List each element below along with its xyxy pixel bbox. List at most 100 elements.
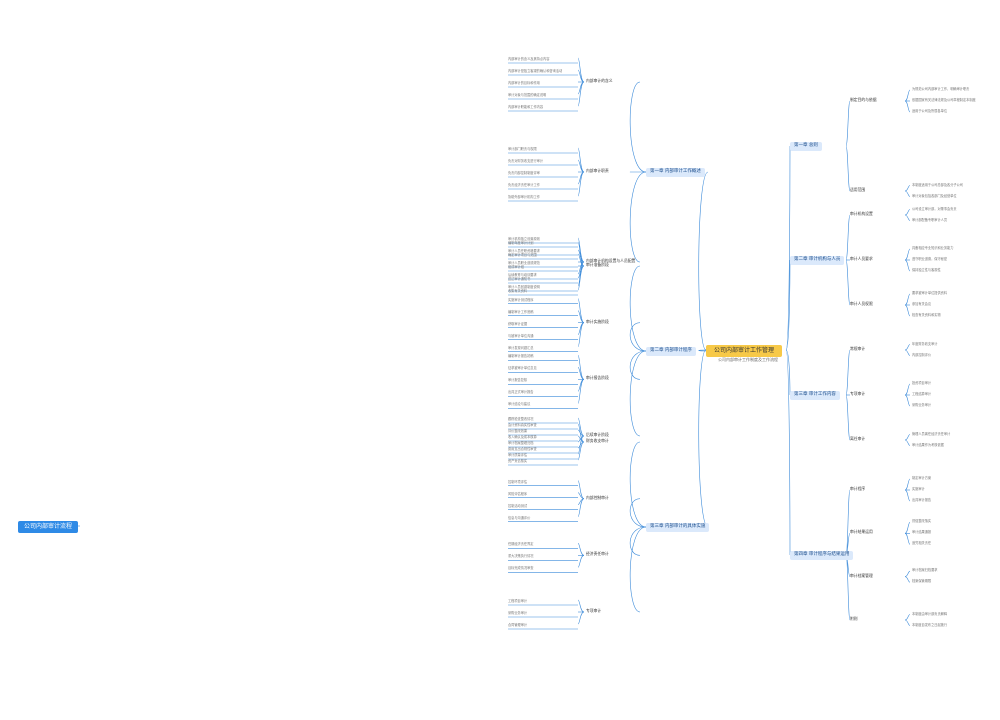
connector-line: [577, 81, 585, 107]
leaf-node: 审计对象与范围的确定说明: [508, 93, 547, 97]
leaf-node: 工程结算审计: [912, 392, 932, 396]
connector-line: [577, 417, 585, 437]
branch-right-1-2[interactable]: 适用范围: [850, 187, 866, 192]
branch-left-2[interactable]: 第二章 内部审计程序: [646, 347, 696, 356]
branch-right-2-2[interactable]: 审计人员要求: [850, 256, 873, 261]
connector-line: [577, 498, 585, 517]
root-topic-left[interactable]: 公司内部审计流程: [18, 521, 79, 533]
connector-line: [629, 171, 647, 263]
leaf-node: 遵守职业道德，保守秘密: [912, 257, 948, 261]
connector-line: [845, 100, 851, 147]
branch-right-4-3[interactable]: 审计档案管理: [850, 572, 873, 578]
branch-right-3-1[interactable]: 常规审计: [850, 346, 866, 351]
leaf-node: 审计机构独立设置原则: [508, 237, 540, 241]
leaf-node: 负责对财务收支进行审计: [508, 159, 544, 163]
connector-line: [629, 498, 647, 528]
leaf-node: 审计对象包括各部门及经营单位: [912, 193, 957, 198]
connector-line: [904, 522, 911, 534]
branch-left-2-3[interactable]: 审计报告阶段: [586, 375, 609, 381]
leaf-node: 审计部门职责与权限: [508, 147, 537, 151]
branch-left-2-1[interactable]: 审计准备阶段: [586, 262, 609, 267]
leaf-node: 审计结论与建议: [508, 402, 531, 407]
leaf-node: 采购业务审计: [508, 611, 528, 615]
leaf-node: 审计结果作为考核依据: [912, 442, 944, 447]
branch-left-1-2[interactable]: 内部审计职责: [586, 168, 609, 173]
connector-line: [577, 171, 585, 197]
leaf-node: 依据国家有关法律法规及公司章程制定本制度: [912, 98, 976, 102]
central-topic[interactable]: 公司内部审计工作管理: [706, 345, 783, 357]
leaf-node: 审计质量评估: [508, 453, 528, 457]
leaf-node: 出具审计报告: [912, 498, 932, 502]
connector-line: [698, 171, 709, 351]
leaf-node: 制定审计方案: [912, 476, 932, 480]
branch-right-4[interactable]: 第四章 审计程序与结果运用: [790, 551, 854, 560]
branch-left-2-4[interactable]: 后续审计阶段: [586, 432, 609, 437]
connector-line: [904, 533, 911, 545]
connector-line: [577, 367, 585, 380]
leaf-node: 公司设立审计部，对董事会负责: [912, 206, 957, 211]
connector-line: [577, 249, 585, 263]
leaf-node: 与被审计单位沟通: [508, 333, 534, 338]
connector-line: [577, 147, 585, 173]
branch-left-1[interactable]: 第一章 内部审计工作概述: [646, 168, 705, 177]
connector-line: [904, 344, 911, 351]
branch-left-1-1[interactable]: 内部审计的含义: [586, 78, 613, 83]
branch-left-1-3[interactable]: 内部审计机构设置与人员配置: [586, 258, 636, 263]
leaf-node: 收集有关资料: [508, 289, 528, 293]
connector-line: [845, 349, 851, 396]
branch-right-2[interactable]: 第二章 审计机构与人员: [790, 256, 845, 265]
branch-right-1[interactable]: 第一章 总则: [790, 142, 822, 151]
leaf-node: 审计档案整理归档: [508, 441, 534, 445]
leaf-node: 获取审计证据: [508, 321, 528, 326]
connector-line: [904, 259, 911, 272]
branch-right-3-2[interactable]: 专项审计: [850, 391, 866, 396]
connector-line: [577, 322, 585, 347]
branch-right-3-3[interactable]: 离任审计: [850, 436, 866, 441]
branch-left-3-4[interactable]: 专项审计: [586, 608, 602, 613]
branch-right-2-3[interactable]: 审计人员权限: [850, 301, 873, 306]
leaf-node: 审计结果通报: [912, 530, 932, 535]
connector-line: [904, 293, 911, 306]
connector-line: [577, 241, 585, 267]
branch-left-2-2[interactable]: 审计实施阶段: [586, 318, 609, 324]
connector-line: [698, 349, 709, 528]
connector-line: [577, 159, 585, 173]
leaf-node: 采购业务审计: [912, 403, 932, 407]
connector-line: [577, 441, 585, 461]
leaf-node: 管理人员离任经济责任审计: [912, 431, 951, 436]
leaf-node: 追究相关责任: [912, 541, 932, 546]
branch-left-3-2[interactable]: 内部控制审计: [586, 494, 609, 500]
branch-left-3-1[interactable]: 财务收支审计: [586, 438, 609, 443]
leaf-node: 本制度适用于公司总部及各分子公司: [912, 182, 963, 187]
branch-right-1-1[interactable]: 制定目的与依据: [850, 97, 877, 102]
branch-left-3[interactable]: 第三章 内部审计的具体实施: [646, 523, 710, 532]
connector-line: [577, 261, 585, 287]
leaf-node: 工程项目审计: [508, 599, 528, 603]
connector-line: [785, 145, 791, 351]
leaf-node: 资产负债核实: [508, 459, 528, 463]
branch-right-4-4[interactable]: 附则: [850, 616, 858, 621]
leaf-node: 审计人员回避制度说明: [508, 285, 540, 289]
leaf-node: 出具正式审计报告: [508, 390, 534, 395]
connector-line: [698, 349, 709, 352]
connector-line: [904, 89, 911, 102]
connector-line: [577, 480, 585, 499]
leaf-node: 风险评估程序: [508, 491, 528, 496]
connector-line: [577, 69, 585, 83]
branch-left-3-3[interactable]: 经济责任审计: [586, 551, 609, 557]
branch-right-4-2[interactable]: 审计结果运用: [850, 529, 873, 535]
connector-line: [904, 489, 911, 502]
connector-line: [577, 355, 585, 380]
branch-right-3[interactable]: 第三章 审计工作内容: [790, 391, 840, 400]
connector-line: [577, 435, 585, 455]
branch-right-4-1[interactable]: 审计程序: [850, 486, 866, 491]
leaf-node: 投资项目审计: [912, 381, 932, 385]
leaf-node: 内部审计的含义及其特点内容: [508, 57, 550, 61]
branch-right-2-1[interactable]: 审计机构设置: [850, 211, 873, 216]
leaf-node: 具备相应专业知识和业务能力: [912, 246, 954, 250]
connector-line: [577, 265, 585, 291]
leaf-node: 确定审计项目与范围: [508, 253, 537, 257]
leaf-node: 费用支出合规性审查: [508, 447, 537, 451]
